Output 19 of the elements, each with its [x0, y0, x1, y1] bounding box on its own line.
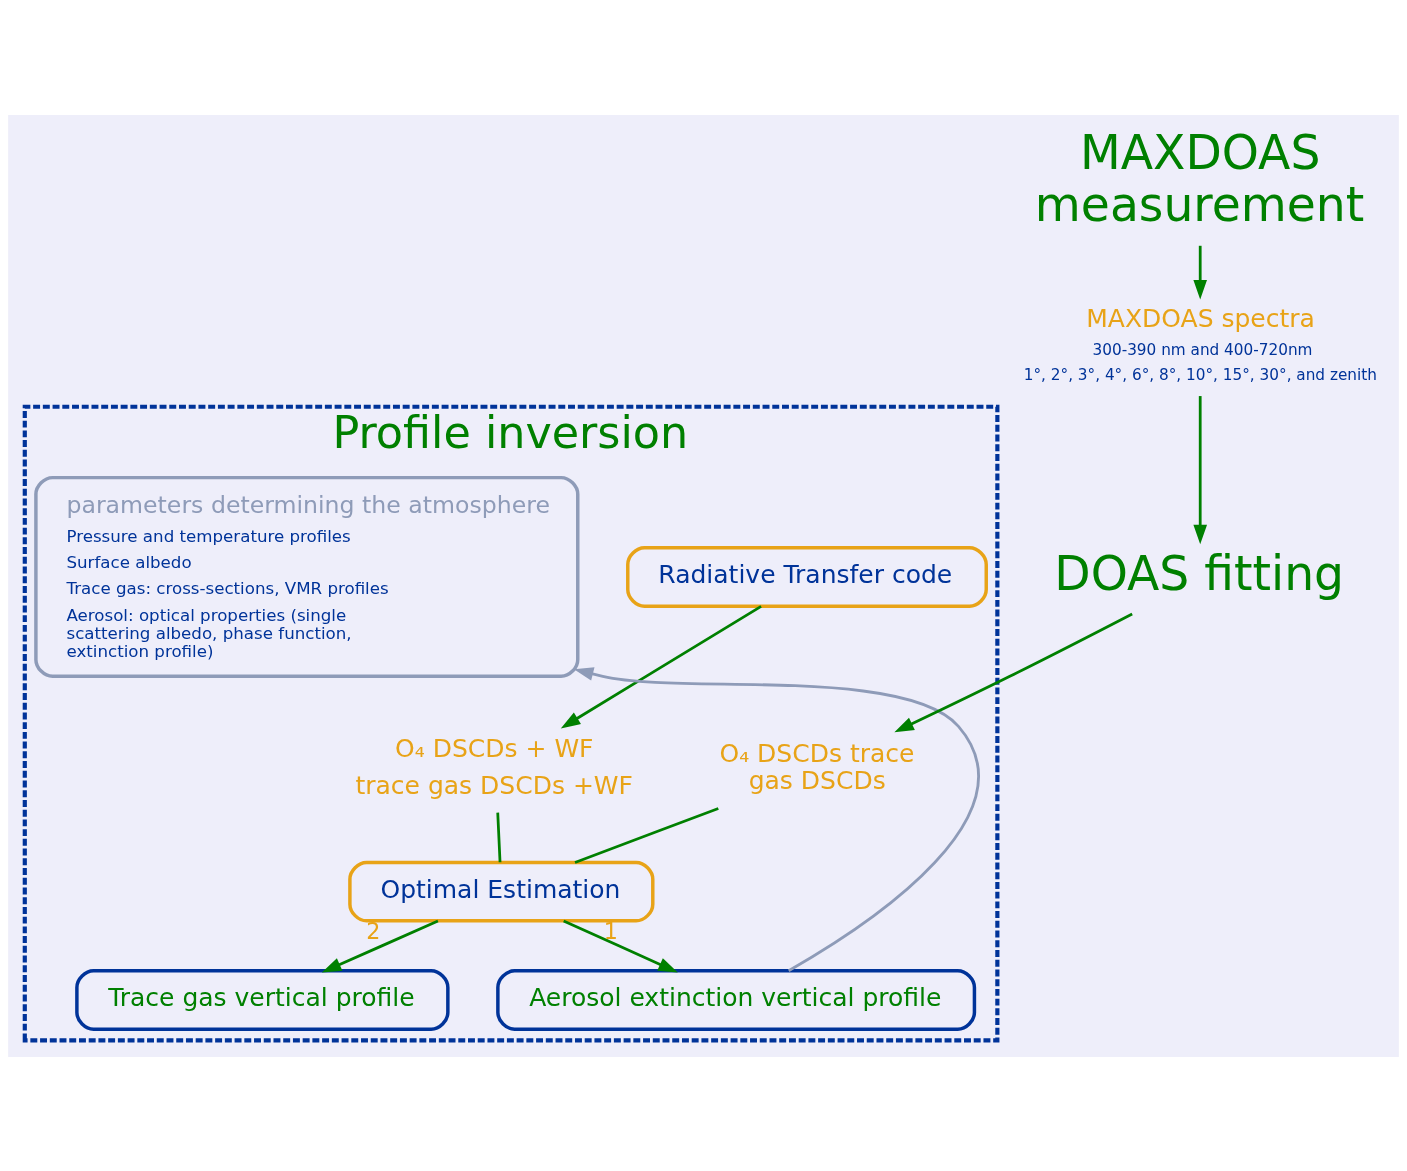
- arrow: [894, 612, 1133, 732]
- arrow: [563, 919, 678, 972]
- node-text: MAXDOAS measurement: [1034, 124, 1365, 232]
- node-box: Trace gas vertical profile: [75, 968, 450, 1031]
- arrow: [560, 604, 762, 728]
- connector: [496, 812, 502, 862]
- node-text: DOAS fitting: [1054, 545, 1345, 601]
- node-text: MAXDOAS spectra 300-390 nm and 400-720nm 1°, 2°, 3°, 4°, 6°, 8°, 10°, 15°, 30°, and zenith: [1023, 303, 1377, 384]
- node-box: Radiative Transfer code: [626, 545, 988, 608]
- node-box: parameters determining the atmosphere Pressure and temperature profiles Surface albedo Trace gas: cross-sections, VMR profiles Aerosol: optical properties (single scattering albedo, phase function, extinction profile): [34, 475, 580, 678]
- node-box: Aerosol extinction vertical profile: [496, 968, 977, 1031]
- arrow: [1193, 395, 1208, 544]
- arrow: [1193, 245, 1208, 299]
- connector: [574, 806, 719, 864]
- arrow: [573, 666, 980, 972]
- node-box: Optimal Estimation: [348, 860, 655, 923]
- arrow: [321, 919, 439, 972]
- node-text: O₄ DSCDs trace gas DSCDs: [719, 738, 915, 795]
- node-text: O₄ DSCDs + WF trace gas DSCDs +WF: [355, 733, 633, 800]
